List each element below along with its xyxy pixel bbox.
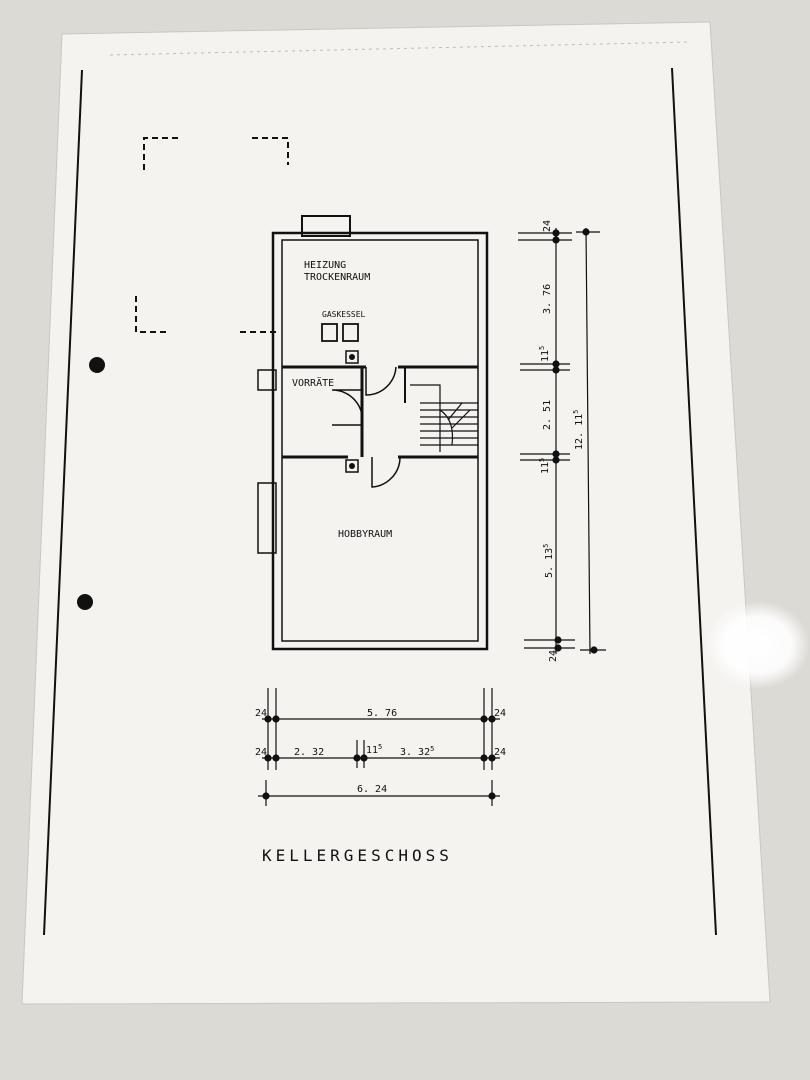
dim-h2-b: 115 [366, 743, 382, 756]
punch-hole-bottom [77, 594, 93, 610]
dim-h2-right: 24 [494, 747, 506, 758]
room-label-vorrate: VORRÄTE [292, 376, 334, 389]
room-label-hobbyraum: HOBBYRAUM [338, 529, 392, 540]
dim-lines-horizontal [258, 688, 500, 806]
dim-v-bottom: 24 [548, 650, 559, 662]
sheet-border-right [671, 67, 717, 936]
dim-h1-left: 24 [255, 708, 267, 719]
punch-hole-top [89, 357, 105, 373]
drawing-title: KELLERGESCHOSS [262, 846, 453, 865]
dim-v-c: 2. 51 [542, 400, 553, 430]
plan-markers [345, 350, 359, 473]
dim-v-total: 12. 115 [572, 410, 585, 450]
dim-h1-mid: 5. 76 [367, 708, 397, 719]
stair [410, 384, 478, 452]
dim-v-b: 115 [538, 346, 551, 362]
light-glare [706, 601, 810, 689]
dim-v-top: 24 [542, 220, 553, 232]
label-gaskessel: GASKESSEL [322, 310, 366, 319]
dim-v-d: 115 [538, 458, 551, 474]
dim-h2-a: 2. 32 [294, 747, 324, 758]
sheet-border-top [109, 41, 691, 56]
sheet-border-left [43, 69, 83, 936]
dim-h2-left: 24 [255, 747, 267, 758]
door-swings [331, 366, 401, 488]
dim-v-a: 3. 76 [542, 284, 553, 314]
dim-v-e: 5. 135 [542, 544, 555, 578]
plan-walls [257, 215, 489, 651]
gaskessel-boxes [321, 323, 359, 342]
dim-lines-vertical [518, 227, 606, 655]
corner-marks [135, 137, 289, 333]
room-label-trockenraum: TROCKENRAUM [304, 272, 370, 283]
room-label-heizung: HEIZUNG [304, 260, 346, 271]
dim-h1-right: 24 [494, 708, 506, 719]
dim-h3-total: 6. 24 [357, 784, 387, 795]
paper-sheet [21, 21, 771, 1005]
dim-h2-c: 3. 325 [400, 745, 434, 758]
